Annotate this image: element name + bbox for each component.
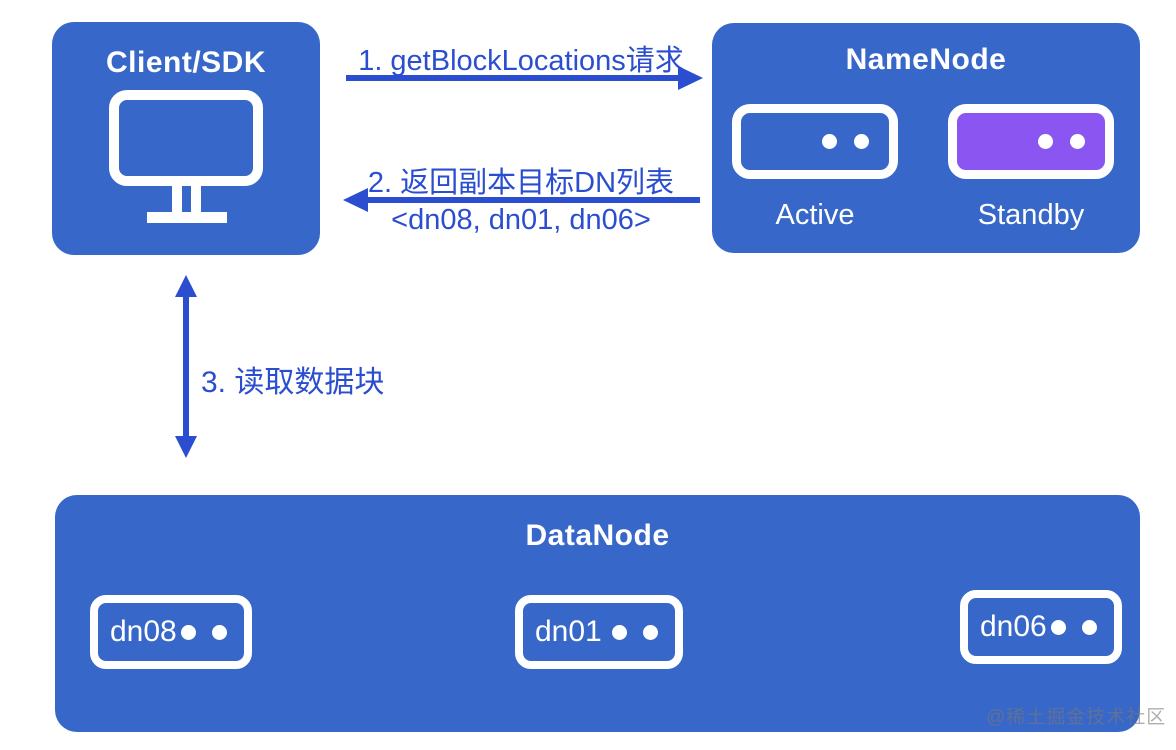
client-box: Client/SDK	[52, 22, 320, 255]
read-arrow-icon	[175, 275, 197, 458]
status-dots-icon	[1038, 134, 1085, 149]
watermark: @稀土掘金技术社区	[986, 707, 1167, 728]
status-dots-icon	[181, 624, 227, 640]
namenode-title: NameNode	[845, 43, 1007, 76]
namenode-row: Active Standby	[712, 104, 1140, 232]
flow-step-2-dn-list: <dn08, dn01, dn06>	[391, 204, 651, 236]
datanode-dn01-rect: dn01	[515, 595, 683, 669]
dot-icon	[1082, 619, 1097, 635]
dn06-label: dn06	[980, 610, 1047, 643]
client-title: Client/SDK	[105, 46, 266, 79]
datanode-dn06-rect: dn06	[960, 590, 1122, 664]
dot-icon	[212, 624, 227, 640]
dot-icon	[822, 134, 837, 149]
flow-step-3-label: 3. 读取数据块	[201, 366, 385, 399]
dot-icon	[854, 134, 869, 149]
status-dots-icon	[822, 134, 869, 149]
dot-icon	[643, 624, 658, 640]
active-node-rect	[732, 104, 898, 179]
standby-node-rect	[948, 104, 1114, 179]
dot-icon	[612, 624, 627, 640]
namenode-box: NameNode Active Standby	[712, 23, 1140, 253]
namenode-active-column: Active	[732, 104, 898, 232]
monitor-icon	[52, 90, 320, 226]
dot-icon	[1038, 134, 1053, 149]
dn08-label: dn08	[110, 615, 177, 648]
active-label: Active	[775, 199, 855, 231]
datanode-dn08-rect: dn08	[90, 595, 252, 669]
status-dots-icon	[612, 624, 658, 640]
flow-step-2-label: 2. 返回副本目标DN列表	[367, 167, 675, 199]
dot-icon	[181, 624, 196, 640]
standby-label: Standby	[977, 199, 1085, 231]
dot-icon	[1051, 619, 1066, 635]
datanode-title: DataNode	[525, 519, 670, 552]
datanode-box: DataNode dn08 dn01 dn06	[55, 495, 1140, 732]
dot-icon	[1070, 134, 1085, 149]
flow-step-1-label: 1. getBlockLocations请求	[358, 45, 684, 77]
namenode-standby-column: Standby	[948, 104, 1114, 232]
status-dots-icon	[1051, 619, 1097, 635]
dn01-label: dn01	[535, 615, 602, 648]
